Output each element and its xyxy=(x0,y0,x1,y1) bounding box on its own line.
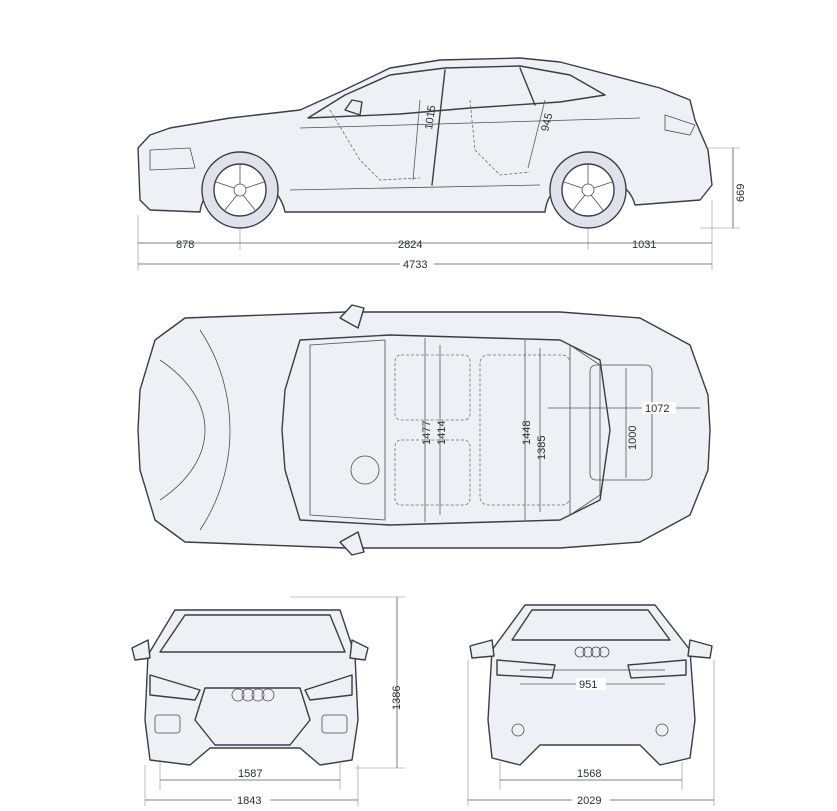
front-headroom-label: 1015 xyxy=(423,105,438,131)
overall-length-label: 4733 xyxy=(403,259,427,271)
front-shoulder-label: 1477 xyxy=(421,421,433,445)
top-body-outline xyxy=(137,311,711,549)
rear-view: 951 1568 2029 xyxy=(467,604,715,807)
trunk-opening-label: 951 xyxy=(579,679,597,691)
side-view: 1015 945 669 878 2824 1031 4733 xyxy=(137,57,747,271)
mirror-width-label: 2029 xyxy=(577,795,601,807)
front-grille xyxy=(194,687,311,746)
rear-overhang-label: 1031 xyxy=(632,239,656,251)
clearance-label: 669 xyxy=(735,184,747,202)
front-elbow-label: 1414 xyxy=(436,421,448,445)
front-height-label: 1386 xyxy=(391,686,403,710)
front-overhang-label: 878 xyxy=(176,239,194,251)
front-view: 1386 1587 1843 xyxy=(131,596,405,807)
front-track-label: 1587 xyxy=(238,768,262,780)
trunk-width-label: 1000 xyxy=(627,426,639,450)
rear-track-label: 1568 xyxy=(577,768,601,780)
front-width-label: 1843 xyxy=(237,795,261,807)
audi-rings-front-icon xyxy=(231,688,275,702)
rear-headroom-label: 945 xyxy=(539,112,555,133)
top-view: 1477 1414 1448 1385 1072 1000 xyxy=(137,304,711,556)
side-window-outline xyxy=(307,65,606,119)
trunk-length-label: 1072 xyxy=(645,403,669,415)
wheelbase-label: 2824 xyxy=(398,239,422,251)
audi-rings-rear-icon xyxy=(574,646,610,658)
rear-shoulder-label: 1448 xyxy=(521,421,533,445)
rear-elbow-label: 1385 xyxy=(536,436,548,460)
trunk-outline xyxy=(589,364,653,481)
